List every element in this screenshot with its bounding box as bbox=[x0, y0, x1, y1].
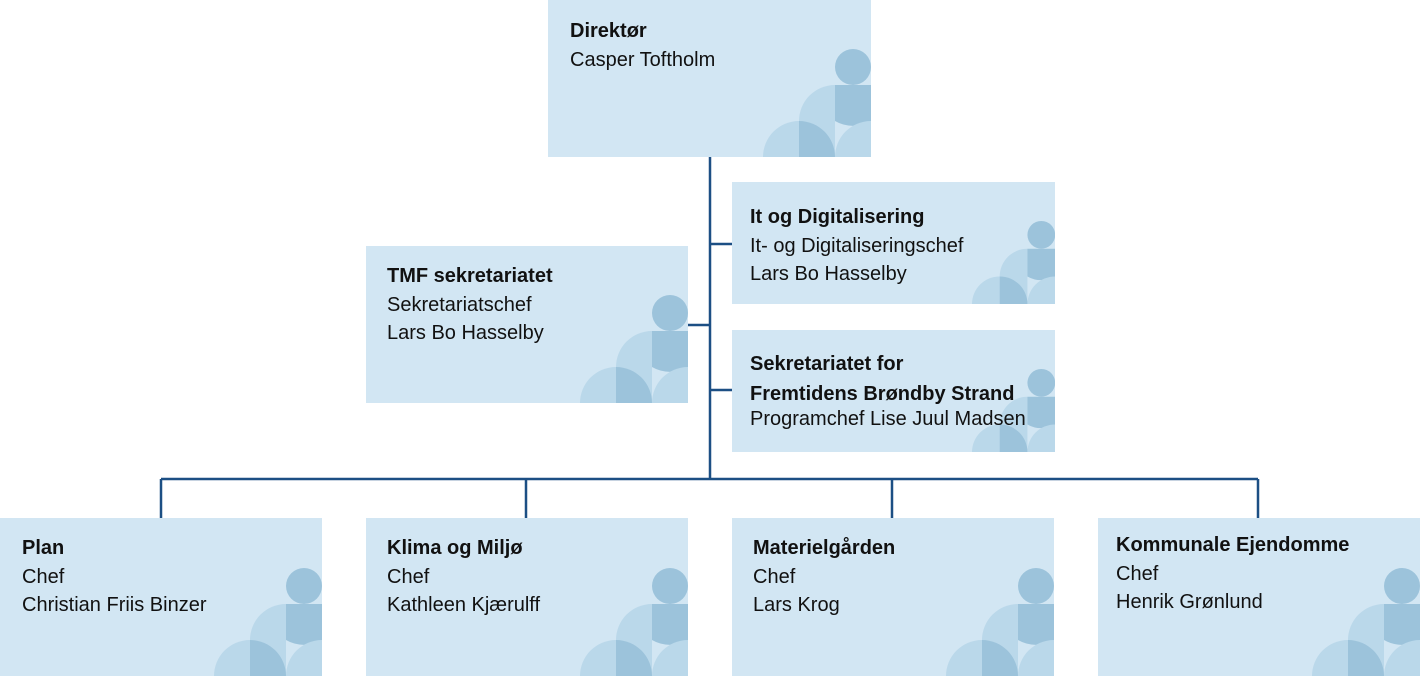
node-klima: Klima og Miljø Chef Kathleen Kjærulff bbox=[366, 518, 688, 676]
node-person: Programchef Lise Juul Madsen bbox=[750, 408, 1026, 430]
node-person: Henrik Grønlund bbox=[1116, 591, 1263, 613]
node-person: Christian Friis Binzer bbox=[22, 594, 207, 616]
person-motif-icon bbox=[580, 295, 688, 403]
node-role: It- og Digitaliseringschef bbox=[750, 235, 964, 257]
person-motif-icon bbox=[971, 220, 1055, 304]
person-motif-icon bbox=[580, 568, 688, 676]
node-director: Direktør Casper Toftholm bbox=[548, 0, 871, 157]
node-tmf: TMF sekretariatet Sekretariatschef Lars … bbox=[366, 246, 688, 403]
person-motif-icon bbox=[763, 49, 871, 157]
person-motif-icon bbox=[971, 368, 1055, 452]
node-title: Materielgården bbox=[753, 537, 896, 559]
node-title: Kommunale Ejendomme bbox=[1116, 534, 1350, 556]
node-title: It og Digitalisering bbox=[750, 206, 925, 228]
node-role: Chef bbox=[22, 566, 65, 588]
node-person: Lars Bo Hasselby bbox=[387, 322, 544, 344]
node-title: Klima og Miljø bbox=[387, 537, 523, 559]
node-plan: Plan Chef Christian Friis Binzer bbox=[0, 518, 322, 676]
node-title: Direktør bbox=[570, 20, 647, 42]
node-role: Chef bbox=[1116, 563, 1159, 585]
node-title-line1: Sekretariatet for bbox=[750, 353, 904, 375]
node-title: Plan bbox=[22, 537, 65, 559]
person-motif-icon bbox=[1312, 568, 1420, 676]
node-role: Chef bbox=[753, 566, 796, 588]
node-ejendomme: Kommunale Ejendomme Chef Henrik Grønlund bbox=[1098, 518, 1420, 676]
node-role: Sekretariatschef bbox=[387, 294, 532, 316]
node-person: Lars Bo Hasselby bbox=[750, 263, 907, 285]
node-title: TMF sekretariatet bbox=[387, 265, 553, 287]
person-motif-icon bbox=[214, 568, 322, 676]
node-person: Casper Toftholm bbox=[570, 49, 716, 71]
node-role: Chef bbox=[387, 566, 430, 588]
node-it: It og Digitalisering It- og Digitaliseri… bbox=[732, 182, 1055, 304]
node-title-line2: Fremtidens Brøndby Strand bbox=[750, 383, 1015, 405]
node-person: Kathleen Kjærulff bbox=[387, 594, 541, 616]
node-fbs: Sekretariatet for Fremtidens Brøndby Str… bbox=[732, 330, 1055, 452]
person-motif-icon bbox=[946, 568, 1054, 676]
node-materiel: Materielgården Chef Lars Krog bbox=[732, 518, 1054, 676]
node-person: Lars Krog bbox=[753, 594, 840, 616]
